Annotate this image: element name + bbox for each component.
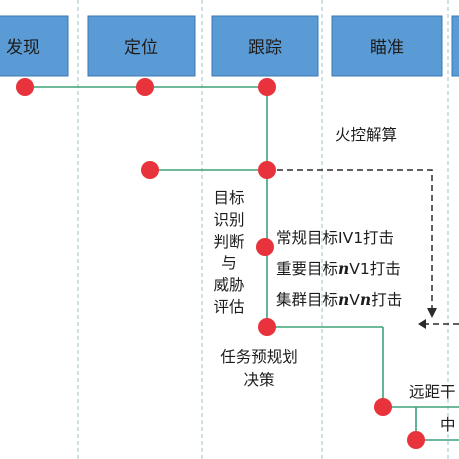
node	[136, 78, 154, 96]
node	[16, 78, 34, 96]
assessment-line: 评估	[213, 298, 244, 316]
feedback-arrow	[267, 169, 459, 329]
phase-label-track: 跟踪	[248, 38, 282, 58]
target-assessment-label: 目标 识别 判断 与 威胁 评估	[213, 189, 244, 316]
assessment-line: 目标	[213, 189, 244, 207]
far-range-label: 远距干	[409, 383, 456, 401]
dashed-arrow-path	[267, 169, 433, 314]
assessment-line: 识别	[213, 211, 244, 229]
strike-prefix: 常规目标	[276, 229, 338, 247]
fire-control-label: 火控解算	[335, 125, 397, 144]
node	[407, 431, 425, 449]
node	[256, 238, 274, 256]
task-planning-line: 决策	[243, 371, 274, 389]
task-planning-line: 任务预规划	[220, 348, 298, 366]
phase-box-aim	[331, 15, 443, 77]
mid-range-label: 中	[440, 416, 456, 434]
strike-option-important: 重要目标nV1打击	[276, 259, 401, 278]
strike-suffix: V1打击	[349, 260, 400, 278]
node	[258, 318, 276, 336]
arrowhead-down	[427, 308, 437, 318]
strike-mid: V	[349, 291, 360, 309]
arrowhead-left	[418, 319, 426, 329]
strike-var: n	[338, 259, 349, 278]
phase-label-aim: 瞄准	[370, 38, 404, 58]
strike-prefix: 重要目标	[276, 260, 338, 278]
phase-boxes: 发现 定位 跟踪 瞄准	[0, 15, 459, 77]
phase-label-discover: 发现	[6, 38, 40, 58]
node	[141, 161, 159, 179]
phase-box-discover	[0, 15, 69, 77]
assessment-line: 威胁	[213, 276, 244, 294]
node	[258, 78, 276, 96]
strike-var2: n	[360, 290, 371, 309]
node	[258, 161, 276, 179]
node	[374, 398, 392, 416]
assessment-line: 与	[221, 254, 237, 272]
nodes	[16, 78, 425, 449]
strike-options: 常规目标IV1打击 重要目标nV1打击 集群目标nVn打击	[276, 229, 402, 309]
phase-box-locate	[87, 15, 196, 77]
strike-suffix: IV1打击	[338, 229, 394, 247]
phase-label-locate: 定位	[124, 38, 158, 58]
phase-box-track	[211, 15, 319, 77]
strike-var: n	[338, 290, 349, 309]
task-planning-label: 任务预规划 决策	[220, 348, 298, 389]
strike-option-conventional: 常规目标IV1打击	[276, 229, 394, 247]
strike-prefix: 集群目标	[276, 291, 338, 309]
strike-option-cluster: 集群目标nVn打击	[276, 290, 402, 309]
strike-suffix: 打击	[371, 291, 402, 309]
assessment-line: 判断	[213, 233, 244, 251]
phase-box-edge	[451, 15, 459, 77]
